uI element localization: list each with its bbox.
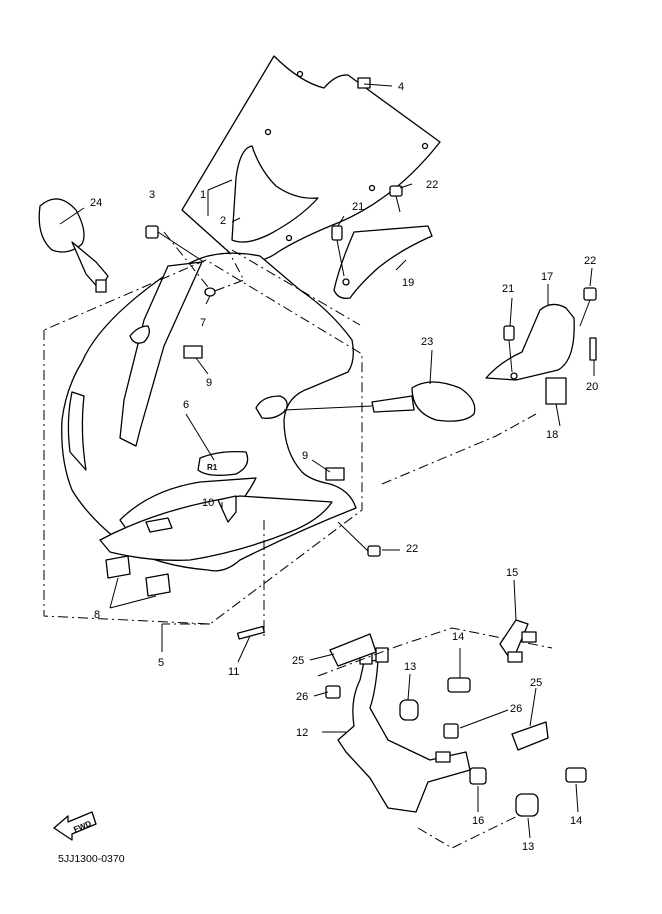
- mirror-left: [38, 198, 109, 293]
- label-12: 12: [296, 727, 308, 739]
- mirror-right: [371, 381, 476, 422]
- nut-part-9-upper: [183, 345, 203, 359]
- label-26-right: 26: [510, 703, 522, 715]
- label-11: 11: [228, 666, 239, 678]
- label-9-upper: 9: [206, 377, 212, 389]
- label-9-lower: 9: [302, 450, 308, 462]
- label-2: 2: [220, 215, 226, 227]
- label-22-right: 22: [584, 255, 596, 267]
- label-10: 10: [202, 497, 214, 509]
- label-14-upper: 14: [452, 631, 464, 643]
- label-18: 18: [546, 429, 558, 441]
- screw-part-22-right: [583, 287, 597, 301]
- band-part-11: [236, 625, 265, 640]
- bracket-part-25-right: [511, 721, 549, 751]
- grommets-part-8: [105, 555, 171, 597]
- label-6: 6: [183, 399, 189, 411]
- bolt-part-3: [145, 225, 205, 263]
- label-19: 19: [402, 277, 414, 289]
- label-25-top: 25: [292, 655, 304, 667]
- nut-part-26-right: [443, 723, 459, 739]
- part-number-labels: 1 2 3 4 5 6 7 8 9 9 10 11 12 13 13 14 14…: [90, 81, 598, 853]
- label-15: 15: [506, 567, 518, 579]
- bolt-part-14-lower: [565, 767, 587, 783]
- tape-part-18: [545, 377, 567, 405]
- side-panel-part-17: [485, 303, 575, 381]
- upper-cowling: R1: [61, 252, 357, 572]
- label-26-left: 26: [296, 691, 308, 703]
- svg-text:R1: R1: [207, 463, 218, 472]
- label-22-upper: 22: [426, 179, 438, 191]
- bolt-part-14-upper: [447, 677, 471, 693]
- label-21-right: 21: [502, 283, 514, 295]
- label-7: 7: [200, 317, 206, 329]
- screw-part-21-upper: [331, 225, 343, 241]
- bracket-part-15: [499, 619, 537, 663]
- label-8: 8: [94, 609, 100, 621]
- label-14-lower: 14: [570, 815, 582, 827]
- washer-part-7: [204, 287, 216, 297]
- nut-part-26-left: [325, 685, 341, 699]
- label-1: 1: [200, 189, 206, 201]
- label-21-upper: 21: [352, 201, 364, 213]
- windshield: [181, 55, 441, 263]
- damper-part-13-upper: [399, 699, 419, 721]
- nut-part-9-lower: [325, 467, 345, 481]
- label-5: 5: [158, 657, 164, 669]
- strip-part-20: [589, 337, 597, 361]
- label-22-lower: 22: [406, 543, 418, 555]
- screw-part-22-lower: [367, 545, 381, 557]
- label-13-lower: 13: [522, 841, 534, 853]
- label-24: 24: [90, 197, 102, 209]
- label-25-right: 25: [530, 677, 542, 689]
- label-3: 3: [149, 189, 155, 201]
- diagram-code: 5JJ1300-0370: [58, 853, 125, 865]
- nut-part-16: [469, 767, 487, 785]
- leader-lines: [59, 179, 595, 839]
- label-20: 20: [586, 381, 598, 393]
- inner-panel-part-19: [333, 225, 433, 299]
- fwd-arrow-icon: FWD: [53, 811, 97, 841]
- screw-part-21-right: [503, 325, 515, 341]
- nut-part-4: [357, 77, 393, 89]
- label-17: 17: [541, 271, 553, 283]
- label-4: 4: [398, 81, 404, 93]
- label-23: 23: [421, 336, 433, 348]
- bracket-part-25-top: [329, 633, 377, 667]
- label-13-upper: 13: [404, 661, 416, 673]
- label-16: 16: [472, 815, 484, 827]
- damper-part-13-lower: [515, 793, 539, 817]
